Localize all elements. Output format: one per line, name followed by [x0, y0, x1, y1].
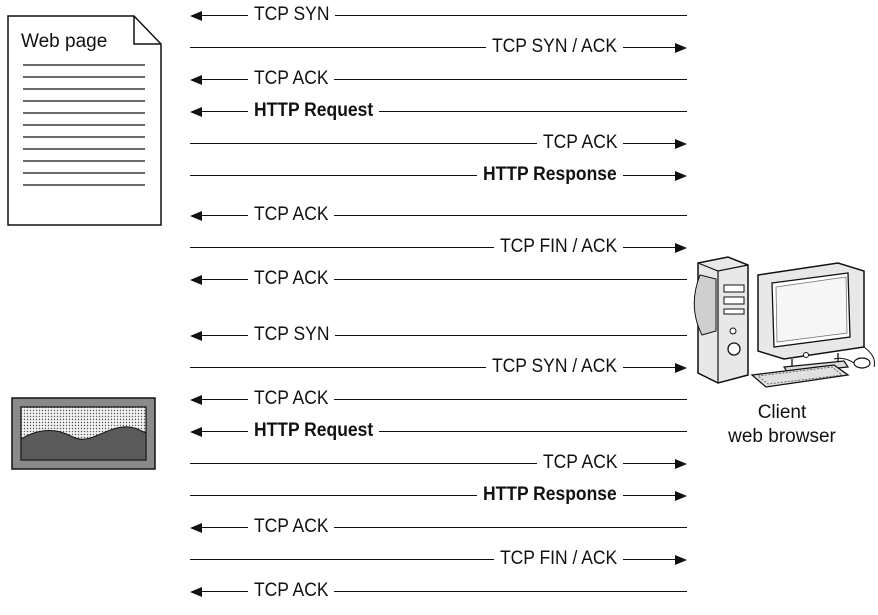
arrow-line — [334, 527, 687, 528]
message-arrow-right: TCP ACK — [190, 129, 687, 159]
arrow-line — [623, 47, 681, 48]
arrowhead-right-icon — [675, 139, 687, 149]
arrow-line — [335, 15, 687, 16]
arrow-line — [623, 143, 681, 144]
arrow-line — [334, 215, 687, 216]
message-arrow-left: TCP ACK — [190, 65, 687, 95]
arrow-line — [190, 367, 486, 368]
arrowhead-right-icon — [675, 243, 687, 253]
arrowhead-right-icon — [675, 491, 687, 501]
arrow-line — [334, 591, 687, 592]
arrowhead-left-icon — [190, 523, 202, 533]
message-arrow-right: TCP SYN / ACK — [190, 33, 687, 63]
arrowhead-right-icon — [675, 459, 687, 469]
arrowhead-left-icon — [190, 587, 202, 597]
message-label: TCP ACK — [542, 452, 617, 473]
message-arrow-right: TCP FIN / ACK — [190, 233, 687, 263]
client-computer-icon — [688, 255, 878, 395]
arrow-line — [190, 495, 478, 496]
arrow-line — [334, 279, 687, 280]
arrow-line — [379, 431, 687, 432]
message-arrow-left: TCP ACK — [190, 201, 687, 231]
arrow-line — [196, 527, 248, 528]
message-arrow-left: TCP ACK — [190, 577, 687, 607]
message-label: TCP ACK — [254, 68, 329, 89]
arrow-line — [196, 399, 248, 400]
arrow-line — [190, 143, 537, 144]
message-arrow-left: HTTP Request — [190, 97, 687, 127]
message-arrow-left: HTTP Request — [190, 417, 687, 447]
arrow-line — [196, 79, 248, 80]
arrowhead-left-icon — [190, 427, 202, 437]
message-arrow-right: TCP ACK — [190, 449, 687, 479]
arrow-line — [190, 559, 494, 560]
arrow-line — [190, 247, 494, 248]
message-arrow-left: TCP ACK — [190, 385, 687, 415]
message-label: HTTP Request — [254, 100, 374, 121]
message-label: TCP SYN / ACK — [492, 36, 617, 57]
client-web-browser-label: Client web browser — [728, 402, 836, 447]
arrow-line — [190, 47, 486, 48]
web-page-label: Web page — [21, 31, 108, 52]
arrowhead-right-icon — [675, 171, 687, 181]
arrowhead-left-icon — [190, 395, 202, 405]
arrow-line — [334, 79, 687, 80]
arrowhead-left-icon — [190, 107, 202, 117]
arrow-line — [196, 111, 248, 112]
message-arrow-right: HTTP Response — [190, 161, 687, 191]
message-label: TCP SYN — [254, 324, 330, 345]
arrow-line — [379, 111, 687, 112]
message-label: TCP ACK — [254, 516, 329, 537]
message-arrow-left: TCP ACK — [190, 513, 687, 543]
message-label: HTTP Response — [483, 164, 617, 185]
arrowhead-right-icon — [675, 363, 687, 373]
message-label: TCP ACK — [542, 132, 617, 153]
message-label: HTTP Response — [483, 484, 617, 505]
arrow-line — [196, 15, 248, 16]
arrow-line — [623, 247, 681, 248]
arrow-line — [623, 559, 681, 560]
message-arrow-left: TCP SYN — [190, 1, 687, 31]
message-arrow-left: TCP ACK — [190, 265, 687, 295]
message-label: TCP ACK — [254, 268, 329, 289]
arrow-line — [196, 591, 248, 592]
message-label: TCP ACK — [254, 580, 329, 601]
message-label: TCP ACK — [254, 204, 329, 225]
message-label: TCP FIN / ACK — [499, 548, 617, 569]
web-page-document-icon: Web page — [7, 15, 162, 226]
arrowhead-left-icon — [190, 211, 202, 221]
arrow-line — [623, 463, 681, 464]
image-icon — [11, 397, 156, 470]
message-label: TCP SYN / ACK — [492, 356, 617, 377]
arrow-line — [335, 335, 687, 336]
arrow-line — [196, 431, 248, 432]
arrow-line — [196, 335, 248, 336]
arrowhead-left-icon — [190, 75, 202, 85]
message-arrow-right: HTTP Response — [190, 481, 687, 511]
arrowhead-right-icon — [675, 555, 687, 565]
arrow-line — [190, 463, 537, 464]
message-label: TCP SYN — [254, 4, 330, 25]
message-label: HTTP Request — [254, 420, 374, 441]
arrow-line — [190, 175, 478, 176]
message-arrow-right: TCP FIN / ACK — [190, 545, 687, 575]
arrow-line — [334, 399, 687, 400]
message-label: TCP FIN / ACK — [499, 236, 617, 257]
arrow-line — [623, 367, 681, 368]
arrow-line — [623, 175, 681, 176]
message-arrow-left: TCP SYN — [190, 321, 687, 351]
arrowhead-left-icon — [190, 11, 202, 21]
arrowhead-left-icon — [190, 275, 202, 285]
message-arrow-right: TCP SYN / ACK — [190, 353, 687, 383]
arrow-line — [623, 495, 681, 496]
arrowhead-right-icon — [675, 43, 687, 53]
arrowhead-left-icon — [190, 331, 202, 341]
arrow-line — [196, 279, 248, 280]
message-label: TCP ACK — [254, 388, 329, 409]
arrow-line — [196, 215, 248, 216]
